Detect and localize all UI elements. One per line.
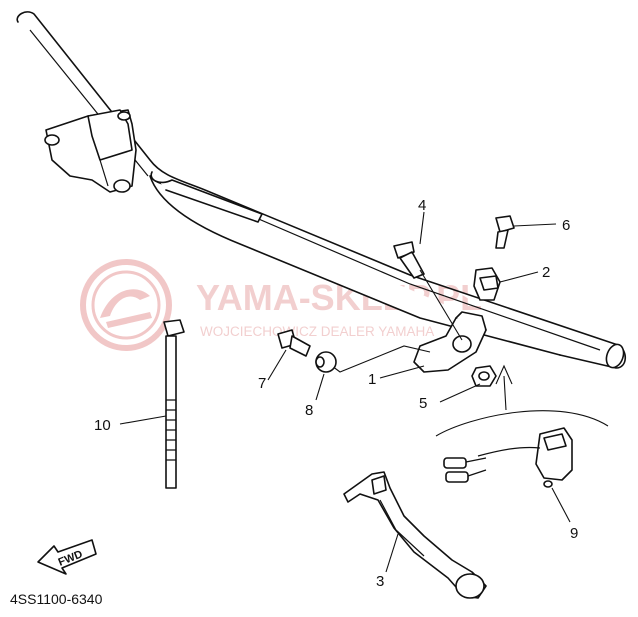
- handlebar: [16, 11, 627, 369]
- callout-4: 4: [418, 197, 426, 214]
- clamp-bracket: [473, 267, 539, 301]
- callout-9: 9: [570, 525, 578, 542]
- adjuster-screw: [267, 329, 311, 381]
- clutch-lever: [343, 471, 487, 599]
- fwd-arrow-icon: FWD: [37, 539, 97, 575]
- callout-6: 6: [562, 217, 570, 234]
- lever-holder: [331, 311, 487, 379]
- callout-3: 3: [376, 573, 384, 590]
- pivot-bolt: [393, 211, 463, 341]
- callout-2: 2: [542, 264, 550, 281]
- diagram-code: 4SS1100-6340: [10, 591, 103, 607]
- watermark-subtitle: WOJCIECHOWICZ DEALER YAMAHA: [200, 324, 434, 339]
- watermark-logo: [80, 259, 172, 351]
- callout-5: 5: [419, 395, 427, 412]
- clutch-switch-assembly: [435, 364, 609, 523]
- callout-7: 7: [258, 375, 266, 392]
- handlebar-clamp: [44, 109, 137, 193]
- collar: [315, 351, 337, 401]
- callout-8: 8: [305, 402, 313, 419]
- callout-1: 1: [368, 371, 376, 388]
- cable-tie: [119, 319, 185, 489]
- nut: [439, 365, 497, 403]
- callout-10: 10: [94, 417, 111, 434]
- clamp-bolt: [495, 215, 557, 249]
